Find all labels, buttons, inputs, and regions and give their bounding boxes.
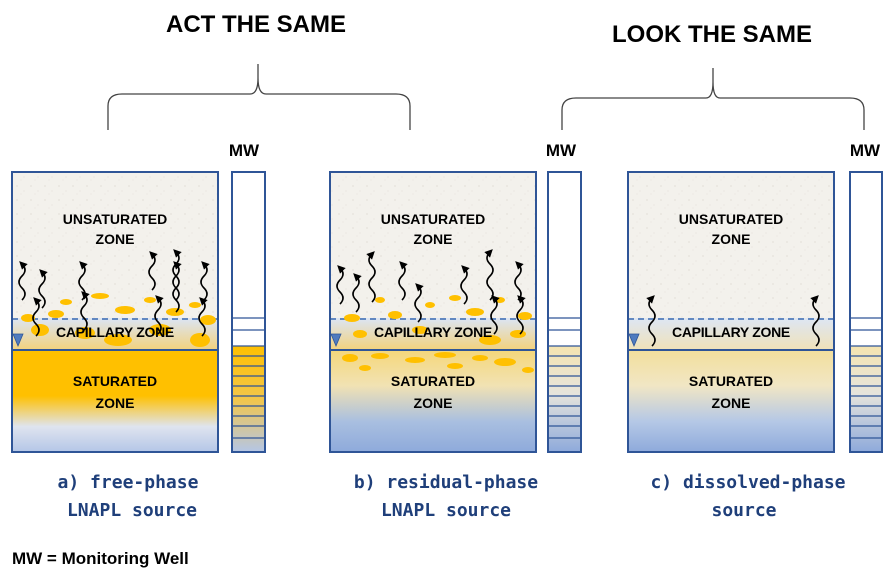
brace-act-the-same	[107, 64, 411, 130]
lnapl-blobs-a	[21, 293, 216, 347]
header-look-the-same: LOOK THE SAME	[612, 21, 812, 48]
vapor-arrows-b	[336, 249, 526, 335]
saturated-zone-label-b: ZONE	[414, 395, 453, 411]
water-table-marker-icon	[12, 333, 24, 348]
water-table-marker-icon	[628, 333, 640, 348]
unsaturated-zone-label-a: ZONE	[96, 231, 135, 247]
saturated-label-c: SATURATED	[689, 373, 773, 389]
caption-c-line1: c) dissolved-phase	[650, 472, 845, 493]
unsaturated-label-b: UNSATURATED	[381, 211, 485, 227]
capillary-label-b: CAPILLARY ZONE	[374, 324, 492, 340]
saturated-zone-label-c: ZONE	[712, 395, 751, 411]
caption-a-line2: LNAPL source	[67, 500, 197, 521]
unsaturated-zone-label-c: ZONE	[712, 231, 751, 247]
saturated-label-b: SATURATED	[391, 373, 475, 389]
vapor-arrows-c	[646, 295, 820, 347]
monitoring-well-a	[231, 171, 266, 453]
brace-look-the-same	[561, 68, 865, 130]
caption-a-line1: a) free-phase	[58, 472, 199, 493]
unsaturated-zone-a	[12, 172, 218, 318]
unsaturated-label-a: UNSATURATED	[63, 211, 167, 227]
caption-c-line2: source	[711, 500, 776, 521]
header-act-the-same: ACT THE SAME	[166, 11, 346, 38]
caption-b-line2: LNAPL source	[381, 500, 511, 521]
mw-label-a: MW	[229, 141, 260, 160]
vapor-arrows-a	[18, 249, 210, 337]
mw-label-c: MW	[850, 141, 881, 160]
monitoring-well-c	[849, 171, 883, 453]
water-table-marker-icon	[330, 333, 342, 348]
panel-b-residual-phase: UNSATURATED ZONE CAPILLARY ZONE SATURATE…	[329, 171, 537, 453]
panel-c-dissolved-phase: UNSATURATED ZONE CAPILLARY ZONE SATURATE…	[627, 171, 835, 453]
monitoring-well-b	[547, 171, 582, 453]
panel-a-free-phase: UNSATURATED ZONE CAPILLARY ZONE SATURATE…	[11, 171, 219, 453]
caption-b-line1: b) residual-phase	[354, 472, 538, 493]
unsaturated-label-c: UNSATURATED	[679, 211, 783, 227]
saturated-zone-label-a: ZONE	[96, 395, 135, 411]
mw-label-b: MW	[546, 141, 577, 160]
footnote-legend: MW = Monitoring Well	[12, 549, 189, 568]
capillary-label-c: CAPILLARY ZONE	[672, 324, 790, 340]
lnapl-blobs-b	[342, 295, 534, 373]
saturated-zone-a	[12, 350, 218, 452]
capillary-label-a: CAPILLARY ZONE	[56, 324, 174, 340]
panel-frame-a	[11, 171, 219, 453]
unsaturated-zone-label-b: ZONE	[414, 231, 453, 247]
saturated-label-a: SATURATED	[73, 373, 157, 389]
